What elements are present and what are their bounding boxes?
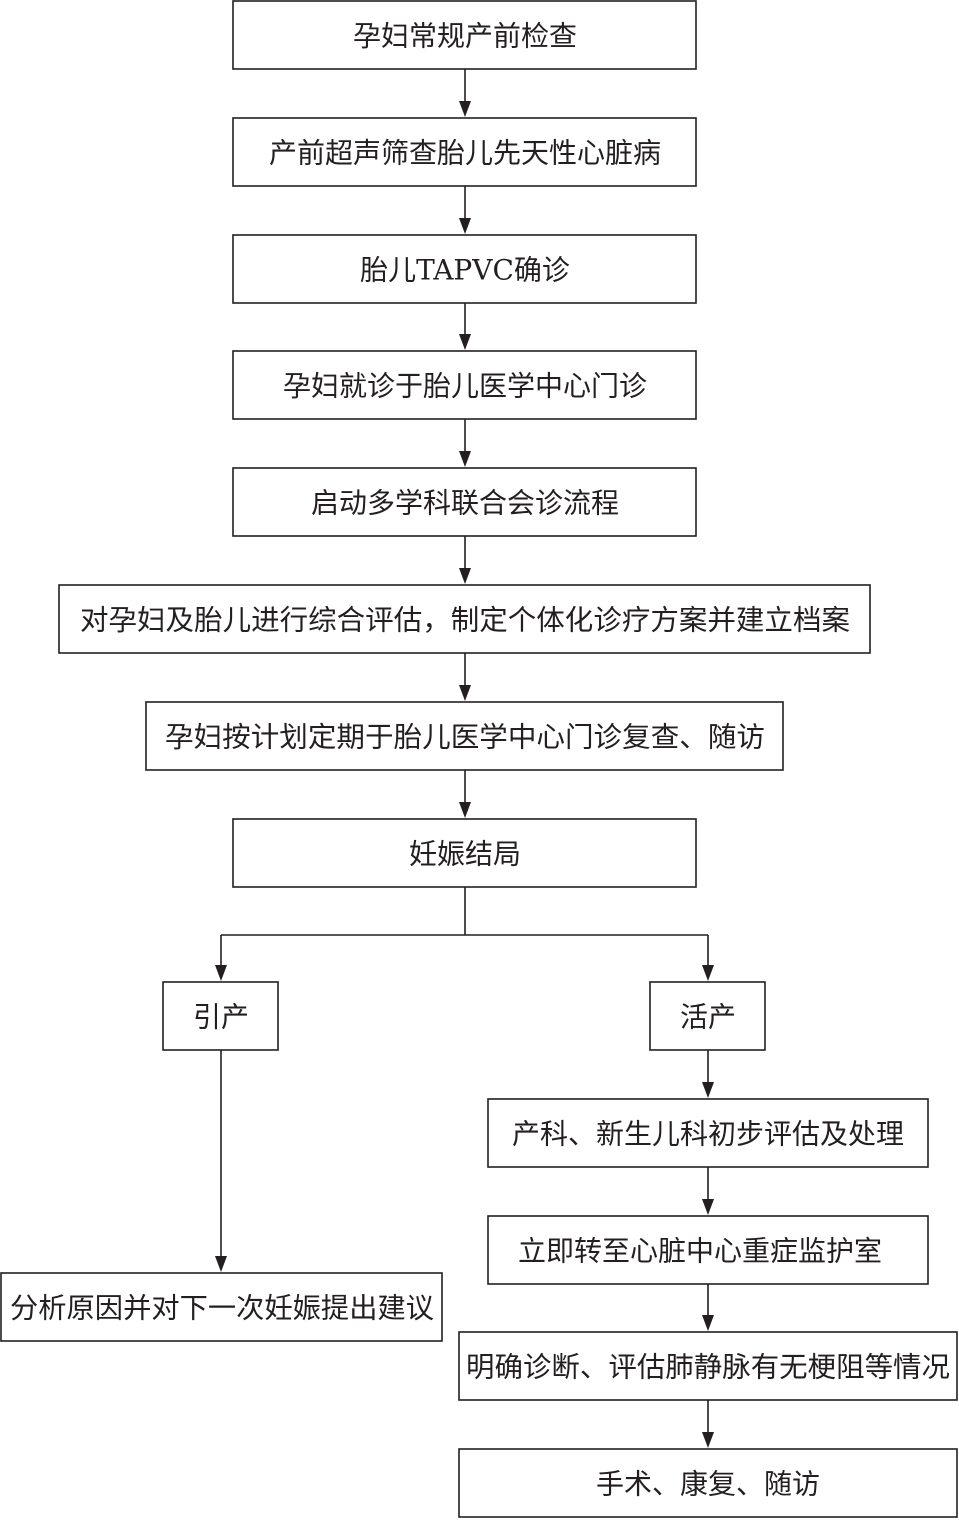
connector-induced-to-analysis — [215, 1050, 227, 1272]
ultrasound-screening-box — [232, 117, 697, 187]
induced-labor-label: 引产 — [193, 1001, 249, 1034]
connector-to-induced-labor — [215, 935, 227, 981]
connector-diagnosis-to-visit — [459, 303, 471, 350]
comprehensive-assessment-box — [58, 584, 871, 654]
fetal-center-visit-box — [232, 350, 697, 420]
initial-evaluation-label: 产科、新生儿科初步评估及处理 — [512, 1118, 904, 1151]
ultrasound-screening-label: 产前超声筛查胎儿先天性心脏病 — [269, 137, 661, 170]
cardiac-icu-transfer-label: 立即转至心脏中心重症监护室 — [518, 1235, 882, 1268]
connector-evaluation-to-icu — [702, 1167, 714, 1215]
cardiac-icu-transfer-box — [487, 1215, 929, 1285]
analysis-advice-box — [0, 1272, 443, 1342]
live-birth-label: 活产 — [680, 1001, 736, 1034]
tapvc-diagnosis-box — [232, 234, 697, 304]
comprehensive-assessment-label: 对孕妇及胎儿进行综合评估，制定个体化诊疗方案并建立档案 — [80, 604, 850, 637]
define-diagnosis-box — [458, 1331, 958, 1401]
mdt-consultation-label: 启动多学科联合会诊流程 — [311, 487, 619, 520]
initial-evaluation-box — [487, 1098, 929, 1168]
followup-plan-label: 孕妇按计划定期于胎儿医学中心门诊复查、随访 — [165, 721, 765, 754]
pregnancy-outcome-box — [232, 818, 697, 888]
surgery-rehab-box — [458, 1448, 958, 1518]
fetal-center-visit-label: 孕妇就诊于胎儿医学中心门诊 — [283, 370, 647, 403]
analysis-advice-label: 分析原因并对下一次妊娠提出建议 — [10, 1292, 434, 1325]
tapvc-diagnosis-label: 胎儿TAPVC确诊 — [360, 254, 570, 287]
live-birth-box — [649, 981, 766, 1051]
connector-assessment-to-followup — [459, 653, 471, 701]
connector-checkup-to-screening — [459, 69, 471, 117]
surgery-rehab-label: 手术、康复、随访 — [596, 1468, 820, 1501]
connector-mdt-to-assessment — [459, 536, 471, 584]
connector-to-live-birth — [702, 935, 714, 981]
routine-checkup-label: 孕妇常规产前检查 — [353, 20, 577, 53]
define-diagnosis-label: 明确诊断、评估肺静脉有无梗阻等情况 — [466, 1351, 950, 1384]
connector-screening-to-diagnosis — [459, 186, 471, 234]
connector-outcome-split — [221, 887, 708, 936]
connector-visit-to-mdt — [459, 419, 471, 467]
connector-live-to-evaluation — [702, 1050, 714, 1098]
pregnancy-outcome-label: 妊娠结局 — [409, 838, 521, 871]
mdt-consultation-box — [232, 467, 697, 537]
connector-icu-to-diagnosis — [702, 1284, 714, 1331]
connector-diagnosis-to-surgery — [702, 1400, 714, 1448]
routine-checkup-box — [232, 0, 697, 70]
connector-followup-to-outcome — [459, 770, 471, 818]
